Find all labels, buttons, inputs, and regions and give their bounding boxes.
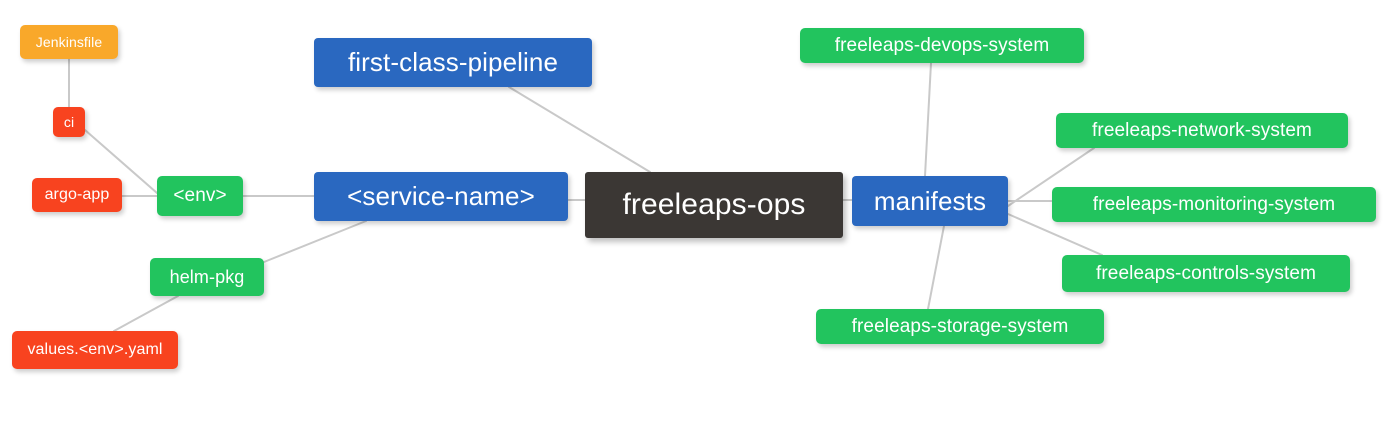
node-values-yaml[interactable]: values.<env>.yaml — [12, 331, 178, 369]
node-helm-pkg[interactable]: helm-pkg — [150, 258, 264, 296]
edge-pipeline-to-freeleaps-ops — [508, 86, 651, 173]
node-env[interactable]: <env> — [157, 176, 243, 216]
node-label: first-class-pipeline — [347, 47, 559, 77]
node-controls-system[interactable]: freeleaps-controls-system — [1062, 255, 1350, 292]
node-label: ci — [63, 114, 75, 130]
node-jenkinsfile[interactable]: Jenkinsfile — [20, 25, 118, 59]
edge-manifests-to-storage-system — [927, 225, 945, 310]
node-pipeline[interactable]: first-class-pipeline — [314, 38, 592, 87]
node-label: helm-pkg — [169, 266, 245, 287]
node-network-system[interactable]: freeleaps-network-system — [1056, 113, 1348, 148]
node-label: freeleaps-controls-system — [1095, 262, 1317, 284]
node-manifests[interactable]: manifests — [852, 176, 1008, 226]
edge-helm-pkg-to-values-yaml — [113, 295, 179, 332]
node-monitoring-system[interactable]: freeleaps-monitoring-system — [1052, 187, 1376, 222]
node-devops-system[interactable]: freeleaps-devops-system — [800, 28, 1084, 63]
node-label: <env> — [173, 185, 227, 206]
node-storage-system[interactable]: freeleaps-storage-system — [816, 309, 1104, 344]
node-argo-app[interactable]: argo-app — [32, 178, 122, 212]
node-label: manifests — [873, 185, 987, 216]
edge-manifests-to-devops-system — [924, 62, 932, 177]
node-label: freeleaps-storage-system — [851, 315, 1069, 337]
node-ci[interactable]: ci — [53, 107, 85, 137]
node-label: freeleaps-devops-system — [834, 34, 1050, 56]
node-label: <service-name> — [347, 181, 535, 211]
node-label: freeleaps-monitoring-system — [1092, 193, 1336, 215]
node-label: values.<env>.yaml — [27, 341, 163, 358]
node-label: argo-app — [44, 186, 110, 203]
node-freeleaps-ops[interactable]: freeleaps-ops — [585, 172, 843, 238]
node-label: freeleaps-ops — [622, 188, 806, 221]
node-label: Jenkinsfile — [35, 34, 103, 50]
node-label: freeleaps-network-system — [1092, 119, 1312, 141]
node-service-name[interactable]: <service-name> — [314, 172, 568, 221]
edge-service-name-to-helm-pkg — [263, 220, 367, 263]
